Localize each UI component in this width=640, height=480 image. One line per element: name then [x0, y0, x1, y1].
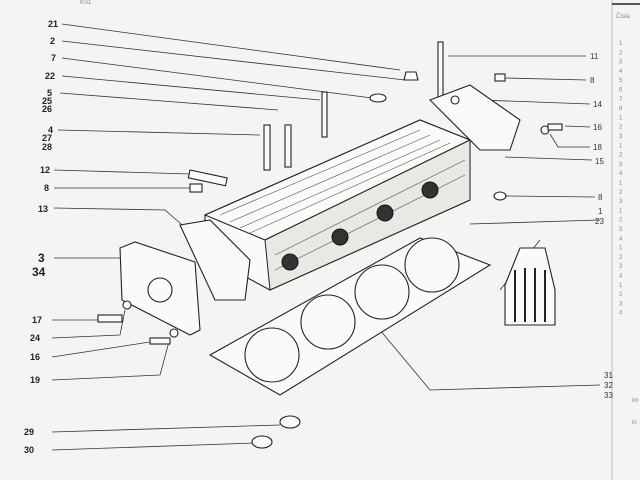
- callout-label: 30: [24, 445, 34, 455]
- callout-label: 18: [593, 143, 602, 152]
- column-number: 3: [619, 60, 623, 66]
- column-number: 2: [619, 125, 623, 131]
- column-number: 1: [619, 41, 623, 47]
- column-number: 2: [619, 255, 623, 261]
- column-number: 1: [619, 283, 623, 289]
- column-number: 6: [619, 88, 623, 94]
- callout-label: 3: [38, 251, 45, 265]
- callout-label: 26: [42, 104, 52, 114]
- callout-label: 16: [593, 123, 602, 132]
- callout-label: 8: [598, 193, 603, 202]
- callout-label: 29: [24, 427, 34, 437]
- margin-fragment: in: [632, 420, 637, 426]
- column-number: 2: [619, 218, 623, 224]
- callout-label: 2: [50, 36, 55, 46]
- callout-label: 28: [42, 142, 52, 152]
- column-number: 1: [619, 115, 623, 121]
- column-number: 4: [619, 274, 623, 280]
- callout-label: 12: [40, 165, 50, 175]
- callout-label: 17: [32, 315, 42, 325]
- callout-label: 25: [42, 96, 52, 106]
- callout-label: 34: [32, 265, 46, 279]
- column-number: 3: [619, 301, 623, 307]
- callout-label: 8: [590, 76, 595, 85]
- callout-label: 14: [593, 100, 602, 109]
- column-number: 3: [619, 134, 623, 140]
- column-number: 2: [619, 190, 623, 196]
- margin-fragment: im: [632, 398, 638, 404]
- callout-label: 21: [48, 19, 58, 29]
- callout-label: 15: [595, 157, 604, 166]
- callout-label: 33: [604, 391, 613, 400]
- column-number: 4: [619, 311, 623, 317]
- column-numbers: 1 2 3 4 5 6 7 8 1 2 3 1 2 3 4 1 2 3 1 2 3 4 1 2 3 4 1 2 3 4: [619, 41, 623, 317]
- column-number: 8: [619, 106, 623, 112]
- column-number: 2: [619, 292, 623, 298]
- callout-label: 5: [47, 88, 52, 98]
- callout-label: 4: [48, 125, 53, 135]
- callout-label: 31: [604, 371, 613, 380]
- callout-label: 27: [42, 133, 52, 143]
- cylinder-head: [203, 41, 472, 291]
- head-gasket: [208, 237, 492, 396]
- callout-label: 16: [30, 352, 40, 362]
- column-number: 3: [619, 227, 623, 233]
- callout-label: 32: [604, 381, 613, 390]
- column-number: 4: [619, 171, 623, 177]
- callout-label: 13: [38, 204, 48, 214]
- column-number: 1: [619, 181, 623, 187]
- column-number: 3: [619, 199, 623, 205]
- callout-label: 23: [595, 217, 604, 226]
- small-parts: [97, 71, 563, 449]
- callout-label: 19: [30, 375, 40, 385]
- column-number: 4: [619, 69, 623, 75]
- column-header: Čísla: [616, 13, 630, 20]
- column-number: 3: [619, 264, 623, 270]
- callout-label: 22: [45, 71, 55, 81]
- callouts-right: 11 8 14 16 18 15 8 1 23 31 32 33: [590, 52, 613, 400]
- column-number: 2: [619, 50, 623, 56]
- callout-label: 8: [44, 183, 49, 193]
- column-number: 3: [619, 162, 623, 168]
- column-number: 1: [619, 143, 623, 149]
- callout-label: 1: [598, 207, 603, 216]
- column-number: 7: [619, 97, 623, 103]
- header-fragment: KS1: [80, 0, 92, 6]
- callouts-left: 21 2 7 22 5 25 26 4 27 28 12 8 13 3 34 1…: [24, 19, 58, 455]
- column-number: 1: [619, 246, 623, 252]
- callout-label: 7: [51, 53, 56, 63]
- leader-lines: [51, 23, 601, 451]
- column-number: 5: [619, 78, 623, 84]
- callout-label: 24: [30, 333, 40, 343]
- callout-label: 11: [590, 52, 599, 61]
- column-number: 1: [619, 208, 623, 214]
- column-number: 4: [619, 236, 623, 242]
- column-number: 2: [619, 153, 623, 159]
